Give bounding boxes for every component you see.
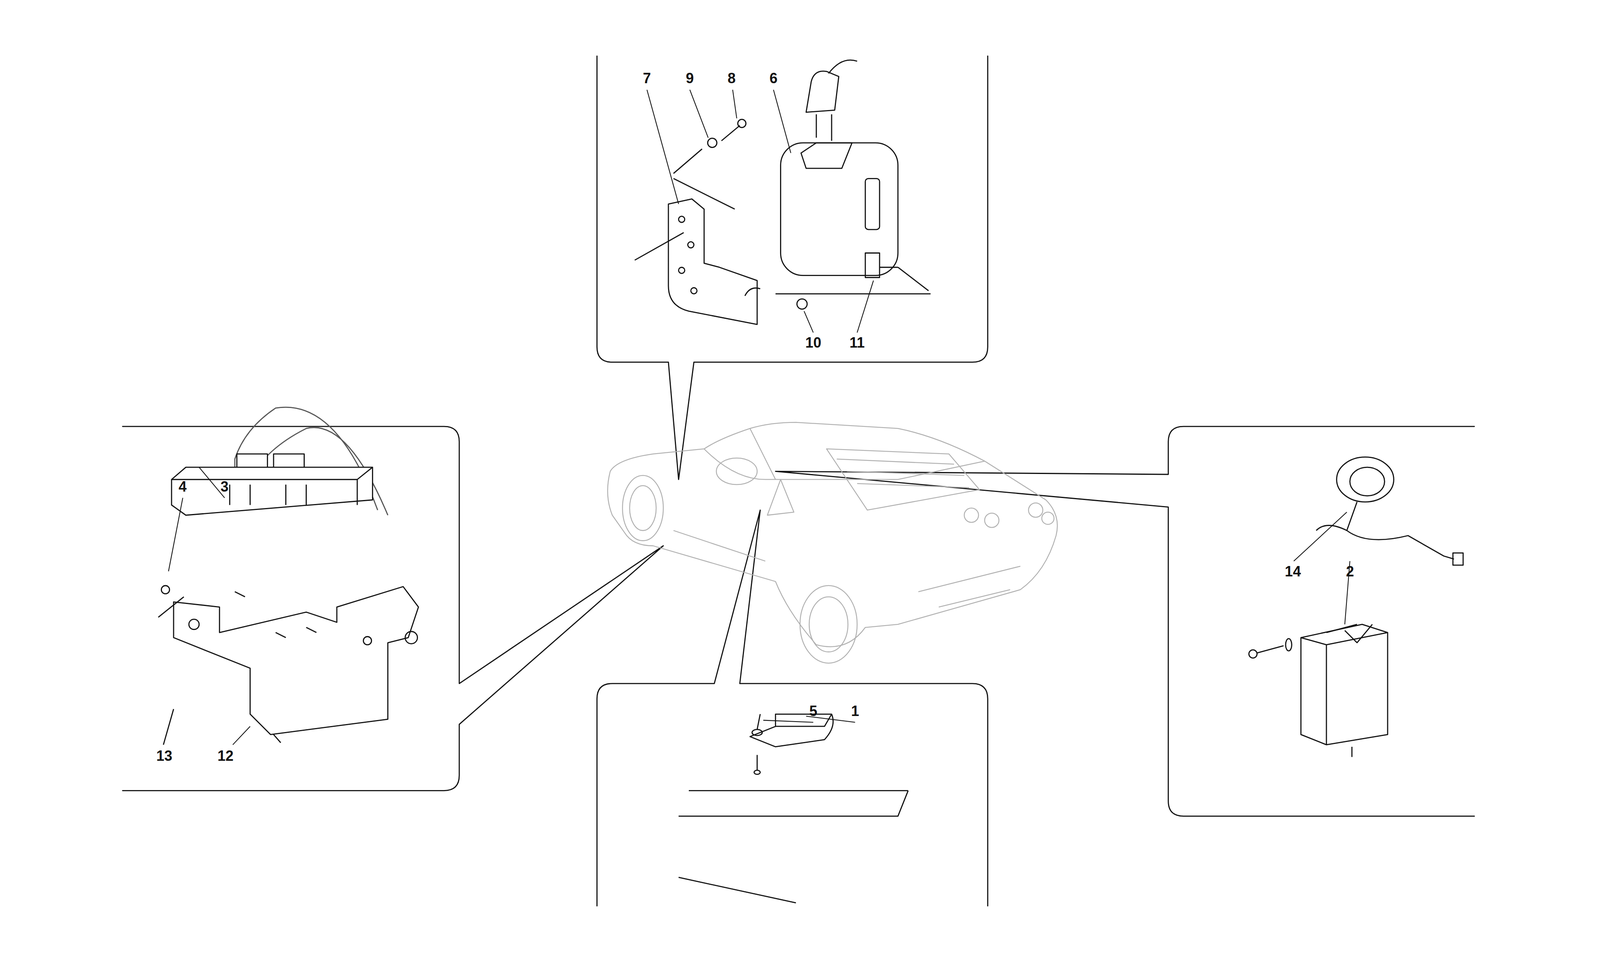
callout-number: 6 [769,71,778,86]
callout-number: 3 [220,479,229,494]
callout-number: 4 [178,479,187,494]
panel-outline [775,426,1475,816]
callout-number: 9 [685,71,694,86]
callout-number: 12 [217,748,234,764]
panel-outline [596,56,988,480]
callout-number: 11 [849,335,865,350]
parts-right [1248,457,1464,758]
callout-number: 10 [805,335,822,350]
panel-outline [596,510,988,906]
leader-lines [168,89,1350,745]
callout-number: 2 [1346,564,1354,579]
parts-top [634,60,931,325]
callout-number: 8 [727,71,736,86]
parts-left [158,407,419,745]
parts-bottom [678,714,908,903]
callout-number: 1 [851,704,860,719]
panel-outline [122,426,664,791]
callout-number: 5 [809,704,818,719]
callout-number: 14 [1284,564,1301,579]
callout-number: 7 [642,71,651,86]
car-sketch [607,422,1058,664]
callout-number: 13 [156,748,173,764]
